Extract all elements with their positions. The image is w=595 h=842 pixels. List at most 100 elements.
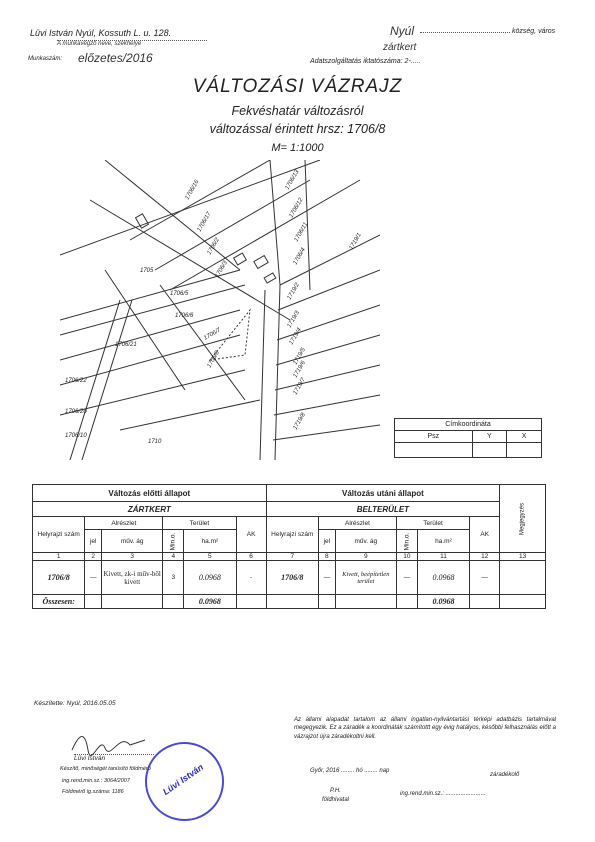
map-line — [129, 160, 271, 241]
ak-after-value: — — [469, 560, 501, 595]
map-line — [274, 364, 380, 391]
table-row: 1706/8 — Kivett, zk-i műv-ből kivett 3 0… — [31, 560, 546, 595]
ak-before-value: - — [235, 560, 267, 595]
min-o-before-value: 3 — [162, 560, 185, 595]
road-line — [81, 299, 133, 460]
coordinate-table: Címkoordináta Psz Y X — [394, 418, 542, 458]
clause-place: Győr, 2016 ........ hó ........ nap — [310, 768, 390, 774]
coord-header-x: X — [506, 430, 542, 443]
min-o-after-value: — — [395, 560, 418, 595]
map-line — [277, 269, 380, 311]
road-line — [259, 289, 266, 460]
map-label: 1706/10 — [65, 433, 87, 439]
map-line — [276, 304, 380, 341]
municipality-line — [420, 32, 510, 33]
map-line — [273, 394, 380, 416]
map-label: 1706/11 — [294, 222, 310, 243]
col-number: 5 — [183, 552, 237, 561]
map-label: 1706/5 — [170, 291, 189, 297]
ak-before: AK — [235, 516, 267, 553]
hrsz-header-before: Helyrajzi szám — [31, 516, 86, 553]
area-unit-before: ha.m² — [183, 529, 237, 553]
subtitle-line1: Fekvéshatár változásról — [231, 104, 364, 118]
work-number-label: Munkaszám: — [28, 56, 63, 62]
clause-id: ing.rend.min.sz.: ......................… — [400, 791, 486, 797]
after-category: BELTERÜLET — [265, 501, 501, 517]
page-title: VÁLTOZÁSI VÁZRAJZ — [192, 76, 403, 97]
prepared-line: Készítette: Nyúl, 2016.05.05 — [34, 700, 116, 707]
muv-ag-before: műv. ág — [101, 529, 164, 553]
map-line — [159, 284, 246, 401]
map-line — [104, 160, 241, 271]
muv-ag-before-value: Kivett, zk-i műv-ből kivett — [101, 560, 164, 595]
map-line — [154, 179, 311, 271]
map-line — [60, 309, 241, 361]
building-shape — [263, 272, 277, 284]
map-label: 1706/22 — [65, 378, 87, 384]
scale-label: M= 1:1000 — [271, 142, 324, 154]
map-label: 1706/7 — [203, 327, 222, 342]
col-number: 6 — [235, 552, 267, 561]
hrsz-after: 1706/8 — [265, 560, 319, 595]
muv-ag-after-value: Kivett, beépítetlen terület — [334, 560, 397, 595]
subtitle-line2: változással érintett hrsz: 1706/8 — [209, 122, 386, 136]
map-label: 1706/12 — [289, 197, 305, 219]
work-number-value: előzetes/2016 — [78, 51, 153, 65]
map-line — [60, 334, 241, 386]
total-before: 0.0968 — [183, 594, 237, 609]
map-line — [60, 284, 246, 336]
col-number: 8 — [317, 552, 336, 561]
area-unit-after: ha.m² — [416, 529, 471, 553]
ph-sub: földhivatal — [322, 797, 350, 803]
coord-header-y: Y — [471, 430, 508, 443]
before-category: ZÁRTKERT — [32, 501, 267, 517]
map-line — [119, 399, 261, 431]
remarks-header: Megjegyzés — [519, 502, 526, 535]
building-shape — [253, 254, 269, 270]
col-number: 7 — [265, 552, 319, 561]
building-shape — [134, 213, 150, 229]
map-line — [304, 160, 311, 291]
map-label: 1719/8 — [293, 412, 308, 431]
terulet-before: Terület — [162, 516, 237, 530]
col-number: 12 — [469, 552, 501, 561]
map-label: 1719/1 — [349, 232, 363, 251]
map-line — [269, 160, 281, 286]
clause-notice: Az állami alapadat tartalom az állami in… — [294, 717, 556, 740]
col-number: 2 — [84, 552, 103, 561]
signer-id2: Földmérő ig.száma: 1186 — [62, 789, 124, 795]
map-line — [279, 234, 380, 286]
map-label: 1706/8 — [207, 350, 222, 369]
jel-before: jel — [84, 529, 103, 553]
map-label: 1706/4 — [293, 247, 308, 266]
jel-before-value: — — [84, 560, 103, 595]
coord-header-psz: Psz — [394, 430, 473, 443]
min-o-before: Min.o. — [169, 532, 177, 550]
signer-role: Készítő, minőségét tanúsító földmérő — [60, 766, 151, 772]
map-label: 1706/21 — [115, 342, 137, 348]
col-number: 11 — [416, 552, 471, 561]
ph-mark: P.H. — [330, 788, 341, 794]
map-label: 1719/2 — [287, 282, 302, 301]
col-number: 10 — [395, 552, 418, 561]
terulet-after: Terület — [395, 516, 471, 530]
municipality: Nyúl — [390, 24, 415, 38]
coord-title: Címkoordináta — [394, 418, 542, 431]
signer-name: Lüvi István — [74, 754, 154, 762]
map-line — [104, 269, 186, 391]
hrsz-before: 1706/8 — [31, 560, 86, 595]
signature — [71, 736, 146, 756]
signer-id1: ing.rend.min.sz.: 3064/2007 — [62, 778, 130, 784]
jel-after-value: — — [317, 560, 336, 595]
area-after-value: 0.0968 — [416, 560, 471, 595]
total-after: 0.0968 — [416, 594, 471, 609]
col-number: 13 — [499, 552, 546, 561]
author-note: A munkavégző neve, székhelye — [57, 40, 207, 47]
total-label: Összesen: — [31, 594, 86, 609]
registry-label: Adatszolgáltatás iktatószáma: 2-..... — [310, 58, 421, 65]
map-line — [275, 334, 380, 366]
before-title: Változás előtti állapot — [32, 484, 267, 502]
map-label: 1706/20 — [65, 409, 87, 415]
ak-after: AK — [469, 516, 501, 553]
map-label: 1706/16 — [185, 179, 201, 201]
